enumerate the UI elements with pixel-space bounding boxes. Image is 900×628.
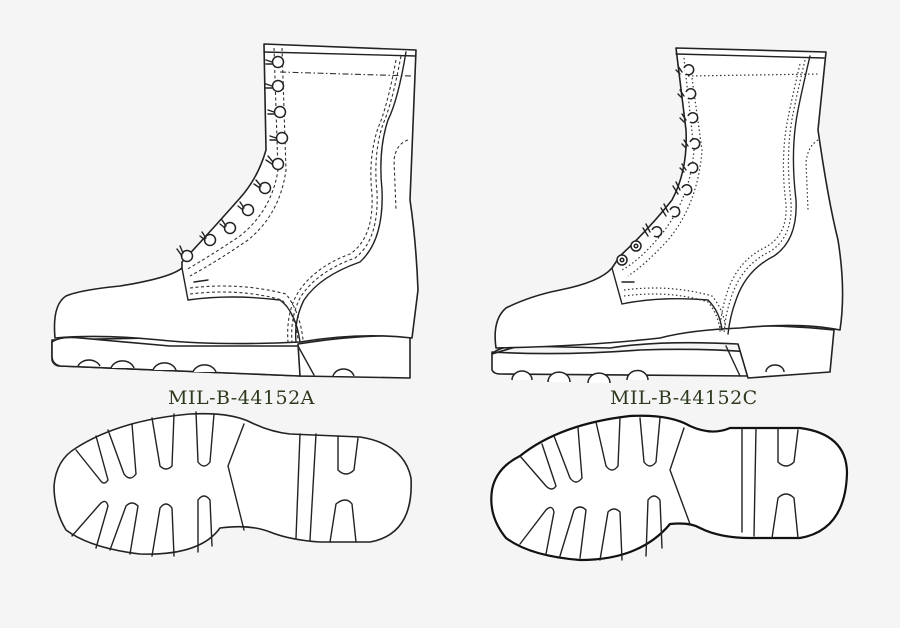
spec-label-c: MIL-B-44152C — [610, 387, 758, 409]
boot-side-view-a — [51, 43, 419, 379]
outsole-bottom-view-c — [490, 414, 849, 562]
eyelets-c — [616, 240, 642, 266]
boot-side-view-c — [491, 47, 844, 384]
eyelets-a — [176, 55, 289, 263]
speed-hooks-c — [642, 64, 701, 238]
spec-label-a: MIL-B-44152A — [168, 387, 315, 409]
outsole-bottom-view-a — [53, 411, 412, 557]
